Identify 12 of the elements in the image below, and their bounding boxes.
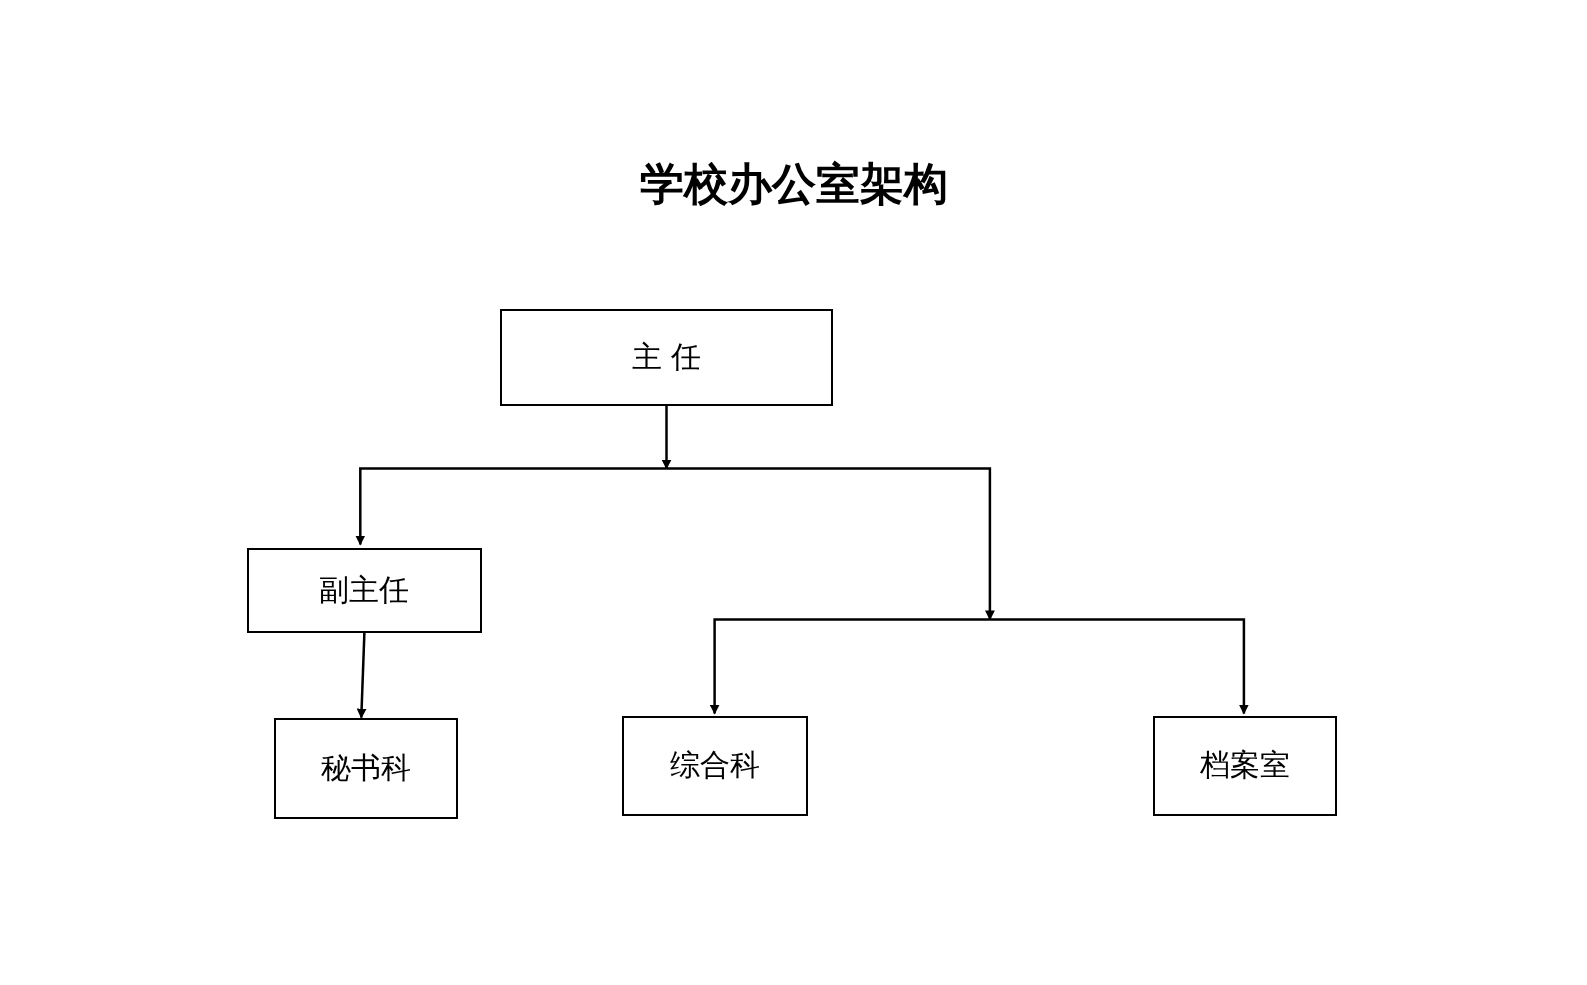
org-box: 副主任 (246, 547, 482, 633)
org-box: 档案室 (1152, 715, 1337, 816)
arrow (666, 467, 995, 621)
arrow (709, 618, 990, 715)
org-box: 综合科 (622, 715, 808, 816)
org-box: 主 任 (500, 308, 833, 406)
title: 学校办公室架构 (639, 157, 948, 211)
arrow (989, 618, 1249, 715)
arrow (355, 467, 667, 546)
org-box: 秘书科 (274, 717, 459, 819)
arrow (661, 405, 672, 470)
arrow (356, 632, 367, 719)
